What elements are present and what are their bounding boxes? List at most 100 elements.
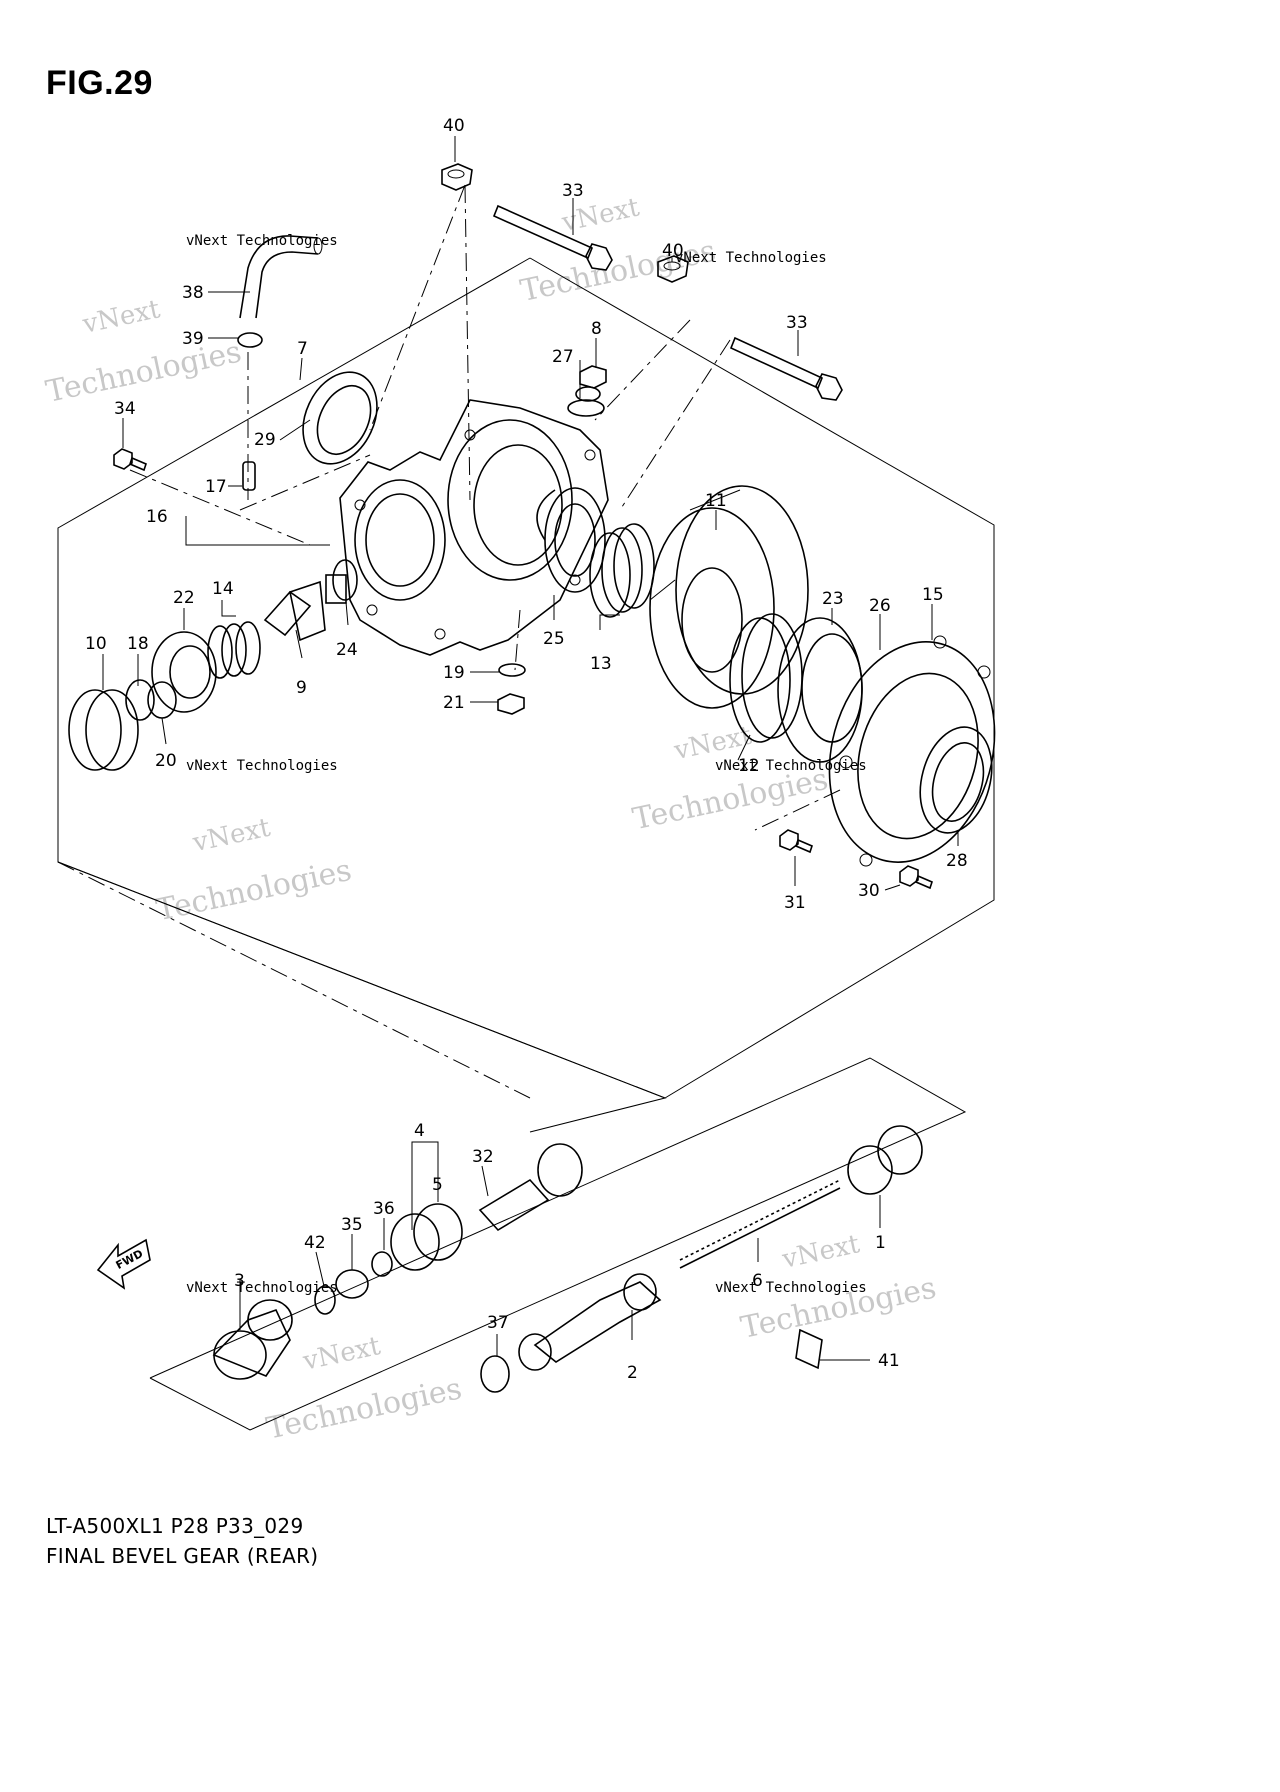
callout-8: 8 [591, 319, 602, 339]
callout-33: 33 [786, 313, 808, 333]
spring-6 [679, 1179, 841, 1269]
callout-32: 32 [472, 1147, 494, 1167]
ring-gear-11 [649, 485, 809, 709]
breather-joint-17 [242, 461, 256, 491]
clip-41 [795, 1328, 823, 1370]
washer-36 [371, 1251, 393, 1277]
callout-9: 9 [296, 678, 307, 698]
callout-41: 41 [878, 1351, 900, 1371]
svg-text:vNext: vNext [79, 294, 163, 340]
callout-35: 35 [341, 1215, 363, 1235]
callout-42: 42 [304, 1233, 326, 1253]
callout-31: 31 [784, 893, 806, 913]
oil-seal-28 [919, 726, 993, 834]
callout-5: 5 [432, 1175, 443, 1195]
bearing-23 [777, 617, 863, 763]
bolt-33-upper [492, 204, 613, 271]
nut-40-top [441, 163, 473, 191]
callout-7: 7 [297, 339, 308, 359]
upper-assembly-outline [57, 257, 995, 1133]
oil-seal-7 [302, 371, 378, 465]
gear-case-16 [339, 399, 609, 656]
callout-38: 38 [182, 283, 204, 303]
callout-22: 22 [173, 588, 195, 608]
callout-2: 2 [627, 1363, 638, 1383]
callout-12: 12 [738, 756, 760, 776]
lower-assembly-outline [149, 1057, 967, 1431]
callout-19: 19 [443, 663, 465, 683]
joint-5 [390, 1203, 463, 1271]
svg-text:vNext Technologies: vNext Technologies [186, 1280, 338, 1296]
bearing-25 [536, 487, 606, 593]
callout-18: 18 [127, 634, 149, 654]
model-code-caption: LT-A500XL1 P28 P33_029 [46, 1514, 304, 1538]
bearing-22 [151, 631, 217, 713]
bearing-24 [325, 574, 347, 604]
callout-labels: 40 33 40 33 38 39 7 8 27 34 29 17 16 11 … [85, 116, 968, 1383]
bolt-34 [113, 448, 147, 472]
callout-37: 37 [487, 1313, 509, 1333]
callout-24: 24 [336, 640, 358, 660]
gear-case-cover-15 [828, 635, 996, 867]
pinion-gear-9 [263, 559, 358, 642]
callout-1: 1 [875, 1233, 886, 1253]
clamp-39 [237, 332, 263, 348]
callout-leaders [102, 136, 959, 1361]
svg-text:Technologies: Technologies [517, 234, 718, 310]
svg-text:vNext Technologies: vNext Technologies [715, 1280, 867, 1296]
washer-19 [498, 663, 526, 677]
fwd-arrow-icon: FWD [96, 1238, 151, 1290]
callout-33: 33 [562, 181, 584, 201]
bolt-30 [899, 865, 933, 890]
shims-13 [589, 523, 655, 618]
joint-3 [212, 1299, 293, 1380]
callout-26: 26 [869, 596, 891, 616]
bolt-31 [779, 829, 813, 854]
nut-18 [125, 679, 155, 721]
breather-hose-38 [239, 235, 323, 319]
shaft-2 [518, 1273, 662, 1371]
callout-30: 30 [858, 881, 880, 901]
figure-title: FIG.29 [46, 64, 153, 102]
callout-16: 16 [146, 507, 168, 527]
bushing-1 [847, 1125, 923, 1195]
callout-14: 14 [212, 579, 234, 599]
callout-6: 6 [752, 1271, 763, 1291]
shaft-32 [478, 1143, 583, 1232]
o-ring-42 [314, 1285, 336, 1315]
callout-3: 3 [234, 1271, 245, 1291]
bushing-35 [335, 1269, 369, 1299]
callout-17: 17 [205, 477, 227, 497]
callout-29: 29 [254, 430, 276, 450]
leader-lines [129, 184, 841, 831]
callout-13: 13 [590, 654, 612, 674]
callout-10: 10 [85, 634, 107, 654]
callout-36: 36 [373, 1199, 395, 1219]
callout-39: 39 [182, 329, 204, 349]
svg-text:vNext Technologies: vNext Technologies [186, 758, 338, 774]
callout-20: 20 [155, 751, 177, 771]
coupling-10 [68, 689, 139, 771]
callout-25: 25 [543, 629, 565, 649]
callout-34: 34 [114, 399, 136, 419]
svg-text:vNext Technologies: vNext Technologies [675, 250, 827, 266]
svg-text:vNext: vNext [189, 813, 273, 859]
svg-text:Technologies: Technologies [43, 334, 244, 410]
svg-text:vNext: vNext [779, 1229, 863, 1275]
callout-4: 4 [414, 1121, 425, 1141]
callout-23: 23 [822, 589, 844, 609]
figure-name-caption: FINAL BEVEL GEAR (REAR) [46, 1544, 319, 1568]
callout-40: 40 [662, 241, 684, 261]
nut-21 [497, 693, 525, 715]
svg-text:Technologies: Technologies [153, 853, 354, 929]
callout-11: 11 [705, 491, 727, 511]
callout-28: 28 [946, 851, 968, 871]
callout-21: 21 [443, 693, 465, 713]
o-ring-37 [480, 1355, 510, 1393]
bolt-33-lower [729, 336, 843, 401]
callout-27: 27 [552, 347, 574, 367]
gasket-27 [567, 399, 605, 417]
callout-15: 15 [922, 585, 944, 605]
svg-text:vNext: vNext [300, 1331, 384, 1377]
